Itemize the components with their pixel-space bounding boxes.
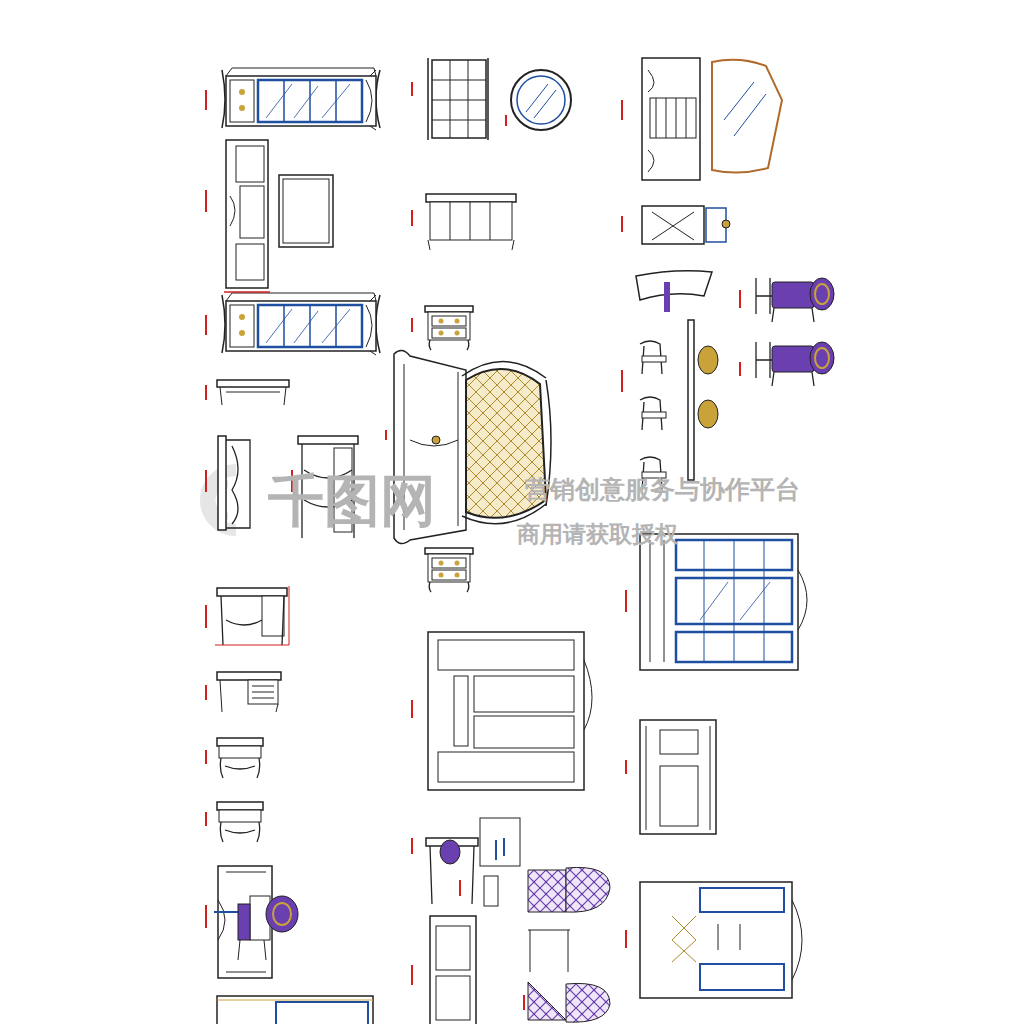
vanity-desk <box>426 818 520 906</box>
label-marks <box>206 82 740 1010</box>
sideboard <box>640 720 716 834</box>
bedside-cabinet <box>215 586 289 645</box>
lattice-chair <box>528 867 610 1022</box>
wardrobe <box>428 632 592 790</box>
small-display-cabinet <box>642 206 730 244</box>
dining-set <box>636 271 718 480</box>
tall-cabinet <box>430 916 476 1024</box>
triple-display-cabinet <box>640 534 807 670</box>
wine-cabinet <box>640 882 802 998</box>
tall-chest <box>428 58 571 140</box>
dresser-with-mirror <box>642 58 782 180</box>
dressing-table <box>214 866 298 978</box>
watermark-text: 千图网 <box>268 470 436 532</box>
dresser-side-view <box>224 140 333 292</box>
coffee-table <box>217 380 289 405</box>
chest-of-drawers <box>426 194 516 250</box>
small-cabinet <box>217 672 281 712</box>
sideboard-bottom <box>217 996 373 1024</box>
watermark-text: 营销创意服务与协作平台 <box>525 476 800 504</box>
watermark-text: 商用请获取授权 <box>517 522 678 547</box>
